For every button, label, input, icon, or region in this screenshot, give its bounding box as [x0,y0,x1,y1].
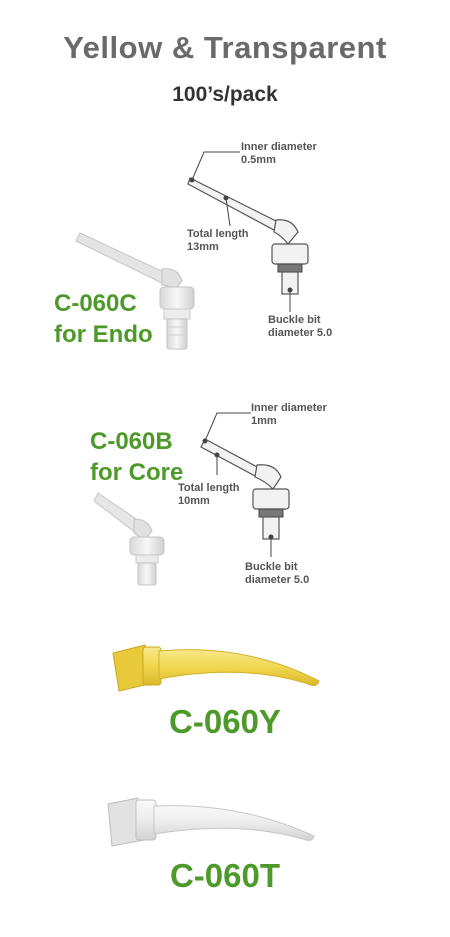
total-length-label-c060b: Total length 10mm [178,482,240,507]
buckle-label-c060c: Buckle bit diameter 5.0 [268,314,333,339]
inner-diameter-label-c060c: Inner diameter 0.5mm [241,141,317,166]
pack-size: 100’s/pack [172,83,278,106]
inner-diameter-label-c060b: Inner diameter 1mm [251,402,327,427]
dimension-diagram-c060c [187,151,309,312]
tip-photo-c060y [112,644,320,692]
tip-photo-c060c [75,232,195,350]
product-code-c060b: C-060B for Core [90,426,183,488]
product-use-text: for Endo [54,321,153,348]
product-code-text: C-060B [90,428,173,455]
product-code-text: C-060C [54,290,137,317]
tip-photo-c060b [93,492,165,586]
product-code-c060c: C-060C for Endo [54,288,153,350]
buckle-label-c060b: Buckle bit diameter 5.0 [245,561,310,586]
product-code-c060y: C-060Y [169,703,281,740]
tip-photo-c060t [107,797,315,847]
total-length-label-c060c: Total length 13mm [187,228,249,253]
product-code-c060t: C-060T [169,857,281,894]
page-title: Yellow & Transparent [63,30,387,65]
product-use-text: for Core [90,459,184,486]
dimension-diagram-c060b [200,412,290,557]
